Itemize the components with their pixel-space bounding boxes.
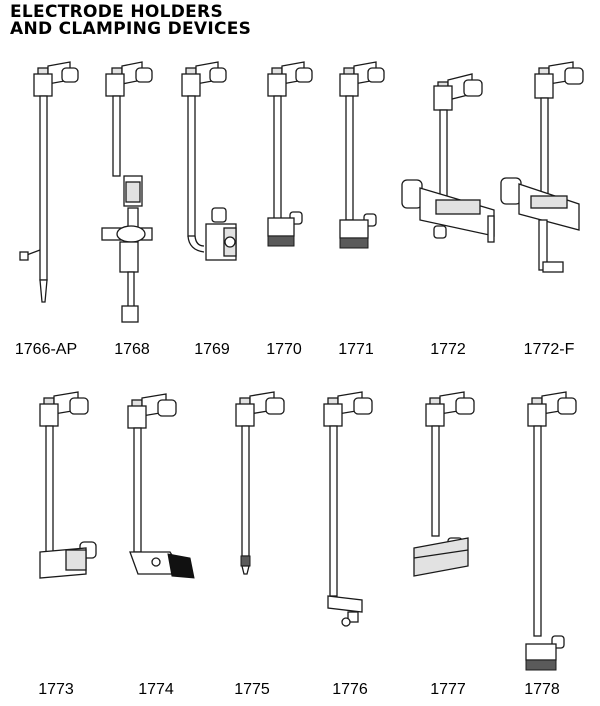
model-label: 1775 (234, 681, 270, 698)
product-1778: 1778 (496, 378, 600, 706)
electrode-holder-1776-illustration (323, 391, 373, 627)
model-label: 1770 (266, 341, 302, 358)
product-1772: 1772 (398, 60, 508, 360)
model-label: 1772 (430, 341, 466, 358)
product-1770: 1770 (258, 60, 338, 360)
title-line-1: ELECTRODE HOLDERS (10, 2, 223, 22)
electrode-holder-1772-F-illustration (500, 61, 584, 273)
product-1773: 1773 (0, 378, 110, 706)
electrode-holder-1775-illustration (235, 391, 285, 575)
product-1766-AP: 1766-AP (0, 60, 86, 360)
model-label: 1778 (524, 681, 560, 698)
model-label: 1776 (332, 681, 368, 698)
product-1775: 1775 (214, 378, 300, 706)
electrode-holder-1766-AP-illustration (19, 61, 79, 303)
product-1768: 1768 (86, 60, 172, 360)
electrode-holder-1770-illustration (267, 61, 313, 247)
catalog-title: ELECTRODE HOLDERS AND CLAMPING DEVICES (10, 4, 251, 38)
product-1774: 1774 (108, 378, 200, 706)
model-label: 1766-AP (14, 341, 78, 358)
electrode-holder-1778-illustration (525, 391, 577, 671)
product-1772-F: 1772-F (495, 60, 600, 360)
model-label: 1773 (38, 681, 74, 698)
product-1777: 1777 (398, 378, 498, 706)
model-label: 1774 (138, 681, 174, 698)
electrode-holder-1774-illustration (127, 393, 195, 579)
model-label: 1768 (114, 341, 150, 358)
title-line-2: AND CLAMPING DEVICES (10, 19, 252, 39)
product-1769: 1769 (172, 60, 258, 360)
electrode-holder-1772-illustration (401, 73, 495, 243)
product-1776: 1776 (300, 378, 400, 706)
product-1771: 1771 (330, 60, 410, 360)
model-label: 1772-F (523, 341, 575, 358)
model-label: 1771 (338, 341, 374, 358)
electrode-holder-1777-illustration (413, 391, 475, 577)
electrode-holder-1771-illustration (339, 61, 385, 249)
electrode-holder-1773-illustration (39, 391, 97, 579)
model-label: 1769 (194, 341, 230, 358)
electrode-holder-1768-illustration (101, 61, 153, 323)
electrode-holder-1769-illustration (181, 61, 237, 261)
model-label: 1777 (430, 681, 466, 698)
